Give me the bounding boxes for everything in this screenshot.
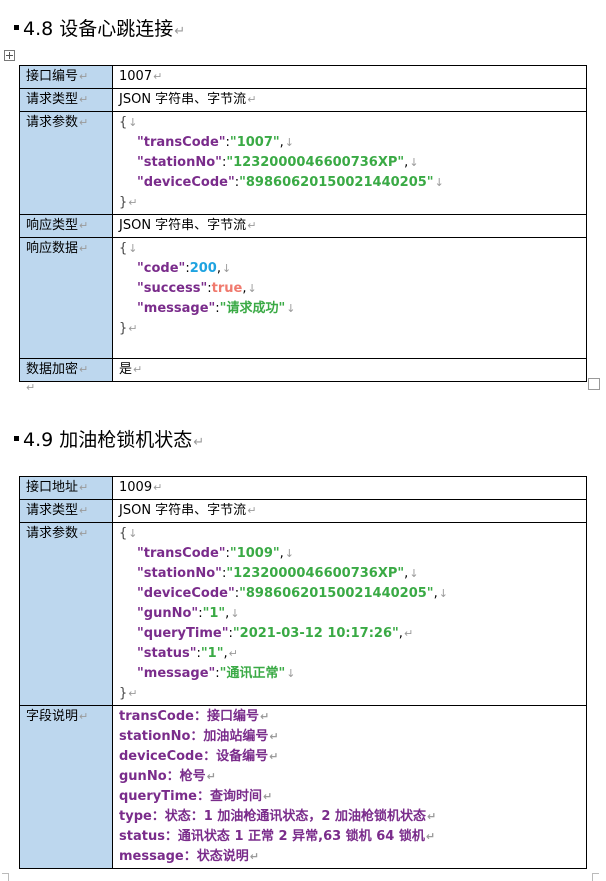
table-row: 接口地址↵ 1009↵: [19, 476, 587, 500]
code-close-brace: }↵: [119, 195, 138, 210]
code-line: "stationNo":"1232000046600736XP",↓: [137, 155, 419, 170]
code-line: "transCode":"1007",↓: [137, 135, 295, 150]
label-cell: 接口地址↵: [19, 476, 113, 500]
code-line: "stationNo":"1232000046600736XP",↓: [137, 566, 419, 581]
code-line: "deviceCode":"89860620150021440205"↓: [137, 175, 444, 190]
table-row: 响应数据↵ {↓ "code":200,↓ "success":true,↓ "…: [19, 237, 587, 359]
value-cell: 是↵: [112, 358, 587, 382]
table-row: 请求类型↵ JSON 字符串、字节流↵: [19, 499, 587, 523]
label-cell: 请求参数↵: [19, 522, 113, 706]
field-desc: gunNo：枪号↵: [119, 769, 216, 784]
label-cell: 数据加密↵: [19, 358, 113, 382]
code-cell: {↓ "transCode":"1007",↓ "stationNo":"123…: [112, 111, 587, 215]
table-row: 请求参数↵ {↓ "transCode":"1009",↓ "stationNo…: [19, 522, 587, 706]
code-line: "queryTime":"2021-03-12 10:17:26",↵: [137, 626, 414, 641]
page-corner-mark: [592, 873, 599, 881]
code-cell: {↓ "code":200,↓ "success":true,↓ "messag…: [112, 237, 587, 359]
code-line: "transCode":"1009",↓: [137, 546, 295, 561]
section-4-8-title: 4.8 设备心跳连接↵: [14, 14, 185, 41]
code-line: "code":200,↓: [137, 261, 232, 276]
code-close-brace: }↵: [119, 321, 138, 336]
label-cell: 接口编号↵: [19, 65, 113, 89]
paragraph-mark: ↵: [174, 24, 186, 39]
table-row: 请求参数↵ {↓ "transCode":"1007",↓ "stationNo…: [19, 111, 587, 215]
table-move-handle-icon[interactable]: [4, 50, 15, 61]
fields-cell: transCode：接口编号↵ stationNo：加油站编号↵ deviceC…: [112, 705, 587, 869]
field-desc: status：通讯状态 1 正常 2 异常,63 锁机 64 锁机↵: [119, 829, 436, 844]
field-desc: deviceCode：设备编号↵: [119, 749, 279, 764]
code-open-brace: {↓: [119, 526, 138, 541]
value-cell: 1009↵: [112, 476, 587, 500]
paragraph-mark: ↵: [193, 435, 205, 450]
table-row: 响应类型↵ JSON 字符串、字节流↵: [19, 214, 587, 238]
table-4-9: 接口地址↵ 1009↵ 请求类型↵ JSON 字符串、字节流↵ 请求参数↵ {↓…: [19, 476, 587, 869]
value-cell: JSON 字符串、字节流↵: [112, 499, 587, 523]
paragraph-mark: ↵: [26, 381, 36, 394]
code-open-brace: {↓: [119, 115, 138, 130]
table-row: 数据加密↵ 是↵: [19, 358, 587, 382]
table-row: 接口编号↵ 1007↵: [19, 65, 587, 89]
code-line: "message":"请求成功"↓: [137, 301, 296, 316]
value-cell: JSON 字符串、字节流↵: [112, 88, 587, 112]
label-cell: 请求类型↵: [19, 88, 113, 112]
heading-bullet-icon: [14, 25, 19, 30]
heading-bullet-icon: [14, 436, 19, 441]
label-cell: 请求参数↵: [19, 111, 113, 215]
code-line: "success":true,↓: [137, 281, 257, 296]
field-desc: type：状态：1 加油枪通讯状态，2 加油枪锁机状态↵: [119, 809, 437, 824]
table-4-8: 接口编号↵ 1007↵ 请求类型↵ JSON 字符串、字节流↵ 请求参数↵ {↓…: [19, 65, 587, 382]
code-close-brace: }↵: [119, 686, 138, 701]
code-line: "status":"1",↵: [137, 646, 238, 661]
table-row: 请求类型↵ JSON 字符串、字节流↵: [19, 88, 587, 112]
field-desc: stationNo：加油站编号↵: [119, 729, 279, 744]
field-desc: queryTime：查询时间↵: [119, 789, 273, 804]
table-row: 字段说明↵ transCode：接口编号↵ stationNo：加油站编号↵ d…: [19, 705, 587, 869]
value-cell: JSON 字符串、字节流↵: [112, 214, 587, 238]
section-4-9-title: 4.9 加油枪锁机状态↵: [14, 425, 204, 452]
table-resize-handle-icon[interactable]: [588, 378, 600, 390]
code-line: "deviceCode":"89860620150021440205",↓: [137, 586, 448, 601]
label-cell: 响应数据↵: [19, 237, 113, 359]
code-open-brace: {↓: [119, 241, 138, 256]
field-desc: message：状态说明↵: [119, 849, 259, 864]
label-cell: 字段说明↵: [19, 705, 113, 869]
label-cell: 响应类型↵: [19, 214, 113, 238]
code-line: "gunNo":"1",↓: [137, 606, 240, 621]
page-corner-mark: [2, 873, 9, 881]
code-cell: {↓ "transCode":"1009",↓ "stationNo":"123…: [112, 522, 587, 706]
label-cell: 请求类型↵: [19, 499, 113, 523]
field-desc: transCode：接口编号↵: [119, 709, 270, 724]
code-line: "message":"通讯正常"↓: [137, 666, 296, 681]
value-cell: 1007↵: [112, 65, 587, 89]
